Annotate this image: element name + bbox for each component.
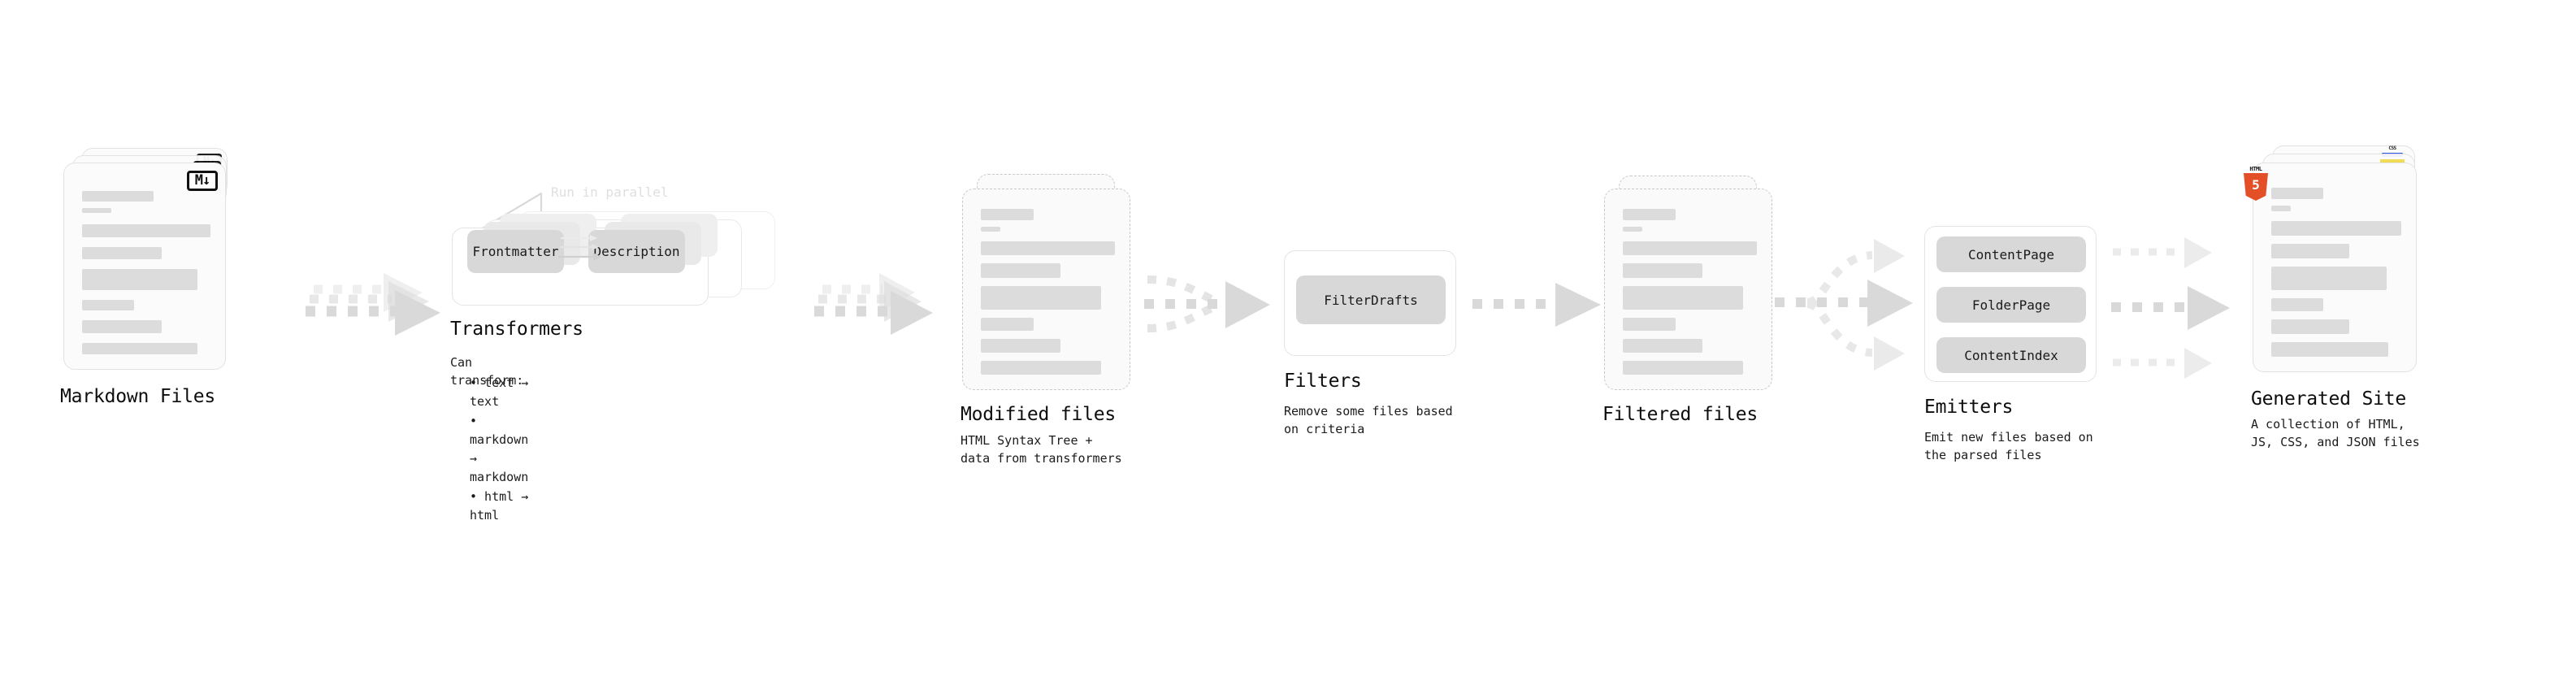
transformers-title: Transformers [450, 319, 583, 340]
skeleton-bar [981, 241, 1115, 256]
skeleton-bar [82, 246, 162, 260]
filtered-files-skeleton [1605, 189, 1772, 389]
markdown-files-card[interactable]: M↓ [63, 163, 226, 370]
connector-filters-to-filtered [1469, 283, 1607, 332]
markdown-badge-icon: M↓ [187, 171, 218, 191]
html5-badge-icon: HTML 5 [2244, 166, 2268, 201]
skeleton-bar [1623, 227, 1642, 232]
stage-modified-files: Modified files HTML Syntax Tree + data f… [961, 174, 1137, 466]
generated-site-card[interactable]: HTML 5 [2244, 163, 2417, 372]
stage-filters: FilterDrafts Filters Remove some files b… [1284, 250, 1456, 436]
skeleton-bar [82, 269, 197, 290]
connector-emitters-to-site [2108, 234, 2254, 380]
filters-subtitle: Remove some files based on criteria [1284, 404, 1453, 436]
skeleton-bar [1623, 285, 1743, 310]
markdown-files-card-stack: M↓ M↓ M↓ [63, 148, 234, 370]
skeleton-bar [981, 360, 1101, 375]
run-in-parallel-label: Run in parallel [551, 184, 669, 200]
transformers-bullet-list: • text → text • markdown → markdown • ht… [458, 374, 528, 525]
chip-frontmatter[interactable]: Frontmatter [467, 230, 564, 273]
stage-emitters: ContentPage FolderPage ContentIndex Emit… [1924, 226, 2097, 462]
transform-rule-item: • html → html [470, 488, 529, 523]
chip-content-index[interactable]: ContentIndex [1936, 337, 2086, 373]
generated-site-skeleton [2253, 163, 2416, 371]
skeleton-bar [1623, 360, 1743, 375]
css-badge-label: CSS [2388, 145, 2396, 151]
stage-generated-site: CSS HTML 5 [2244, 145, 2427, 449]
skeleton-bar [2271, 188, 2323, 200]
skeleton-bar [981, 338, 1060, 353]
filters-group-box[interactable]: FilterDrafts [1284, 250, 1456, 356]
skeleton-bar [2271, 319, 2349, 334]
modified-files-subtitle: HTML Syntax Tree + data from transformer… [961, 433, 1122, 466]
generated-site-title: Generated Site [2251, 388, 2407, 410]
filtered-files-card[interactable] [1604, 189, 1772, 390]
skeleton-bar [1623, 209, 1676, 221]
transformers-group-box[interactable]: Frontmatter Description [452, 214, 718, 306]
skeleton-bar [2271, 267, 2387, 290]
markdown-files-skeleton [64, 163, 225, 369]
skeleton-bar [82, 224, 210, 237]
skeleton-bar [1623, 241, 1757, 256]
transform-rule-item: • markdown → markdown [470, 413, 529, 485]
chip-folder-page[interactable]: FolderPage [1936, 287, 2086, 323]
skeleton-bar [82, 319, 162, 333]
skeleton-bar [2271, 220, 2401, 236]
emitters-title: Emitters [1924, 397, 2014, 418]
skeleton-bar [2271, 206, 2291, 211]
skeleton-bar [82, 191, 154, 202]
skeleton-bar [82, 342, 197, 354]
emitters-group-box[interactable]: ContentPage FolderPage ContentIndex [1924, 226, 2097, 382]
modified-files-skeleton [963, 189, 1130, 389]
html5-badge-label: HTML [2249, 166, 2262, 172]
modified-files-card-stack [962, 174, 1137, 392]
markdown-files-title: Markdown Files [60, 386, 216, 407]
skeleton-bar [2271, 341, 2388, 357]
skeleton-bar [981, 209, 1034, 221]
skeleton-bar [2271, 244, 2349, 259]
html5-badge-glyph: 5 [2252, 177, 2260, 193]
skeleton-bar [981, 227, 1000, 232]
connector-filtered-to-emitters [1768, 228, 1919, 390]
connector-transformers-to-modified [813, 268, 967, 358]
filtered-files-card-stack [1604, 176, 1779, 392]
skeleton-bar [1623, 338, 1702, 353]
emitters-subtitle: Emit new files based on the parsed files [1924, 430, 2093, 462]
modified-files-card[interactable] [962, 189, 1130, 390]
stage-filtered-files: Filtered files [1602, 176, 1779, 425]
generated-site-card-stack: CSS HTML 5 [2244, 145, 2427, 372]
chip-description[interactable]: Description [588, 230, 685, 273]
skeleton-bar [82, 299, 134, 310]
filtered-files-title: Filtered files [1602, 404, 1759, 425]
transformers-subtitle: Can transform: [450, 355, 524, 388]
chip-filter-drafts[interactable]: FilterDrafts [1296, 275, 1446, 324]
generated-site-subtitle: A collection of HTML, JS, CSS, and JSON … [2251, 417, 2420, 449]
stage-markdown-files: M↓ M↓ M↓ Markdown Files [60, 148, 234, 407]
filters-title: Filters [1284, 371, 1362, 392]
skeleton-bar [2271, 297, 2323, 311]
modified-files-title: Modified files [961, 404, 1117, 425]
skeleton-bar [981, 318, 1034, 331]
skeleton-bar [82, 208, 111, 214]
transform-rule-item: • text → text [470, 375, 529, 410]
connector-modified-to-filters [1136, 260, 1278, 362]
chip-content-page[interactable]: ContentPage [1936, 236, 2086, 272]
skeleton-bar [981, 263, 1060, 278]
skeleton-bar [1623, 263, 1702, 278]
skeleton-bar [1623, 318, 1676, 331]
skeleton-bar [981, 285, 1101, 310]
